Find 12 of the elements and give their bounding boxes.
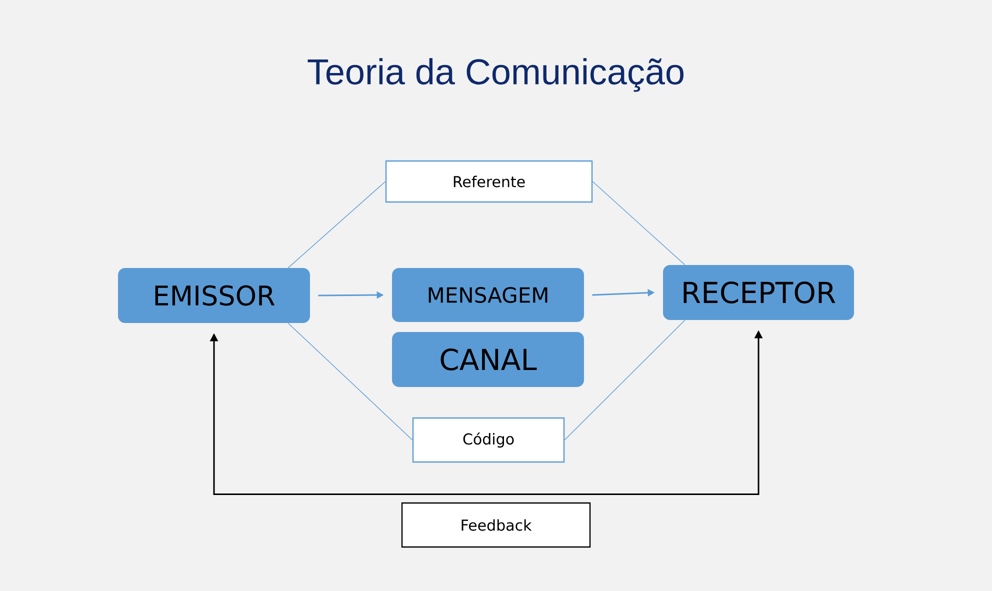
process-box: MENSAGEM — [392, 268, 584, 322]
connector-line — [288, 322, 413, 440]
feedback-box: Feedback — [401, 502, 591, 548]
connector-line — [564, 320, 686, 440]
process-box: EMISSOR — [118, 268, 310, 323]
connector-line — [592, 181, 686, 266]
process-box: CANAL — [392, 332, 584, 387]
concept-box: Código — [412, 417, 565, 463]
process-box: RECEPTOR — [663, 265, 854, 320]
concept-box: Referente — [385, 160, 593, 203]
title: Teoria da Comunicação — [308, 58, 684, 92]
connector-line — [288, 181, 386, 268]
